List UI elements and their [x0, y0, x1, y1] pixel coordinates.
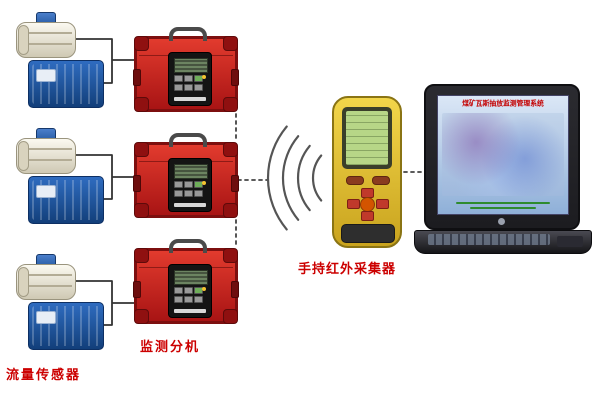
handheld-key-right	[376, 199, 389, 209]
panel-button	[174, 75, 183, 82]
transmitter-stripe	[20, 32, 72, 34]
case-corner	[223, 142, 238, 157]
case-corner	[223, 248, 238, 263]
case-control-panel	[168, 52, 212, 106]
panel-button	[174, 296, 183, 303]
panel-strip	[174, 97, 206, 101]
transmitter-stripe	[20, 43, 72, 45]
handheld-button	[372, 176, 390, 185]
case-handle	[169, 27, 207, 41]
transmitter-endcap	[18, 25, 29, 55]
panel-screen	[174, 164, 208, 179]
transmitter-stripe	[20, 148, 72, 150]
laptop-base	[414, 230, 592, 254]
handheld-screen-bezel	[342, 107, 392, 169]
laptop-trackpad	[557, 236, 583, 247]
panel-button	[174, 84, 183, 91]
transmitter-stripe	[20, 159, 72, 161]
laptop-status-line	[470, 207, 536, 209]
sensor-tank-3	[28, 302, 104, 350]
tank-label-chip	[36, 311, 56, 324]
flow-transmitter-2	[16, 128, 76, 174]
case-corner	[223, 97, 238, 112]
case-clasp	[231, 175, 239, 192]
case-corner	[134, 203, 149, 218]
wireless-signal-icon	[266, 125, 323, 231]
case-control-panel	[168, 158, 212, 212]
handheld-bottom-cap	[341, 224, 395, 243]
panel-button	[174, 181, 183, 188]
handheld-button	[346, 176, 364, 185]
laptop-software-graphic	[442, 113, 564, 196]
case-clasp	[133, 281, 141, 298]
handheld-key-down	[361, 211, 374, 221]
laptop-keyboard	[428, 234, 550, 245]
panel-screen	[174, 270, 208, 285]
laptop-display: 煤矿瓦斯抽放监测管理系统	[437, 95, 569, 215]
case-corner	[223, 36, 238, 51]
case-corner	[223, 203, 238, 218]
case-corner	[134, 248, 149, 263]
case-clasp	[133, 69, 141, 86]
transmitter-endcap	[18, 267, 29, 297]
panel-button	[184, 75, 193, 82]
handheld-lcd	[346, 111, 388, 165]
case-handle	[169, 239, 207, 253]
panel-led	[202, 181, 206, 185]
flow-transmitter-1	[16, 12, 76, 58]
monitor-case-1	[133, 27, 239, 112]
monitor-case-3	[133, 239, 239, 324]
panel-strip	[174, 309, 206, 313]
panel-button	[184, 84, 193, 91]
panel-button	[174, 287, 183, 294]
laptop-screen: 煤矿瓦斯抽放监测管理系统	[424, 84, 580, 230]
panel-button	[194, 84, 203, 91]
label-monitor-unit: 监测分机	[140, 340, 201, 355]
case-clasp	[231, 281, 239, 298]
panel-screen	[174, 58, 208, 73]
panel-button	[184, 181, 193, 188]
case-clasp	[133, 175, 141, 192]
laptop-software-title: 煤矿瓦斯抽放监测管理系统	[462, 99, 544, 108]
panel-button	[184, 296, 193, 303]
panel-button	[174, 190, 183, 197]
sensor-tank-2	[28, 176, 104, 224]
case-control-panel	[168, 264, 212, 318]
case-corner	[134, 142, 149, 157]
tank-label-chip	[36, 185, 56, 198]
case-corner	[134, 36, 149, 51]
panel-strip	[174, 203, 206, 207]
sensor-tank-1	[28, 60, 104, 108]
transmitter-stripe	[20, 274, 72, 276]
laptop-logo	[498, 218, 505, 225]
monitor-case-2	[133, 133, 239, 218]
panel-button	[184, 287, 193, 294]
panel-button	[194, 190, 203, 197]
case-clasp	[231, 69, 239, 86]
case-corner	[223, 309, 238, 324]
case-corner	[134, 309, 149, 324]
handheld-key-enter	[360, 197, 375, 212]
laptop-status-line	[456, 202, 550, 204]
label-handheld-collector: 手持红外采集器	[298, 262, 397, 277]
handheld-collector	[332, 96, 402, 248]
transmitter-stripe	[20, 285, 72, 287]
tank-label-chip	[36, 69, 56, 82]
case-corner	[134, 97, 149, 112]
flow-transmitter-3	[16, 254, 76, 300]
panel-button	[194, 296, 203, 303]
panel-led	[202, 287, 206, 291]
handheld-key-left	[347, 199, 360, 209]
panel-button	[184, 190, 193, 197]
case-handle	[169, 133, 207, 147]
label-flow-sensor: 流量传感器	[6, 368, 82, 383]
transmitter-endcap	[18, 141, 29, 171]
panel-led	[202, 75, 206, 79]
